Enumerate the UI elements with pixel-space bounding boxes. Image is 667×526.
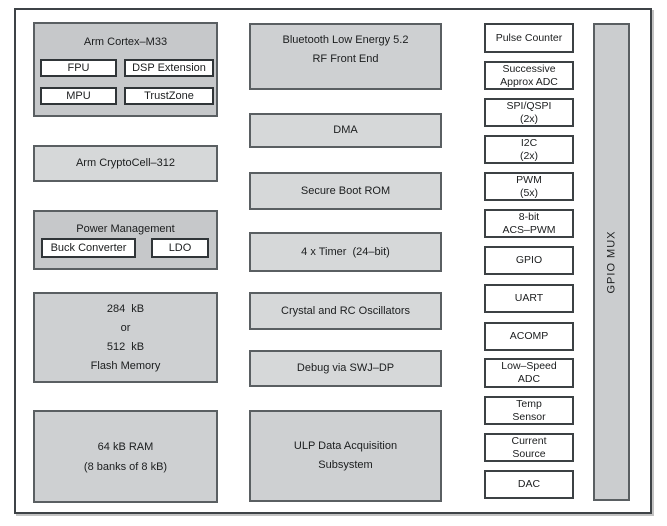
flash-size-2: 512 kB [106,340,145,353]
block-dac: DAC [484,470,574,499]
block-acs-pwm: 8-bit ACS–PWM [484,209,574,238]
block-secure-boot-rom: Secure Boot ROM [249,172,442,210]
block-i2c: I2C (2x) [484,135,574,164]
block-buck-converter: Buck Converter [41,238,136,258]
block-pwm: PWM (5x) [484,172,574,201]
trustzone-label: TrustZone [144,90,194,102]
block-spi-qspi: SPI/QSPI (2x) [484,98,574,127]
block-uart: UART [484,284,574,313]
debug-label: Debug via SWJ–DP [296,362,395,374]
ble-rf-front-end: RF Front End [312,53,379,65]
pwm-line2: (5x) [519,186,539,199]
acs-pwm-line1: 8-bit [518,210,540,223]
current-source-line1: Current [511,434,547,447]
block-trustzone: TrustZone [124,87,214,105]
block-fpu: FPU [40,59,117,77]
block-temp-sensor: Temp Sensor [484,396,574,425]
spi-qspi-line2: (2x) [519,112,539,125]
fpu-label: FPU [67,62,90,74]
block-acomp: ACOMP [484,322,574,351]
mpu-label: MPU [66,90,91,102]
gpio-mux-label: GPIO MUX [605,230,618,294]
ble-title: Bluetooth Low Energy 5.2 [282,34,409,46]
block-timer: 4 x Timer (24–bit) [249,232,442,272]
block-flash-memory: 284 kB or 512 kB Flash Memory [33,292,218,383]
block-gpio: GPIO [484,246,574,275]
ulp-title: ULP Data Acquisition [293,440,398,452]
dma-label: DMA [333,124,358,136]
block-gpio-mux: GPIO MUX [593,23,630,501]
pulse-counter-label: Pulse Counter [495,31,563,44]
sar-adc-line2: Approx ADC [500,75,558,88]
arm-cortex-m33-label: Arm Cortex–M33 [83,36,168,48]
timer-label: 4 x Timer (24–bit) [301,245,390,258]
ram-banks-label: (8 banks of 8 kB) [83,460,168,473]
low-speed-adc-line1: Low–Speed [501,360,557,372]
pwm-line1: PWM [516,173,542,186]
temp-sensor-line2: Sensor [512,410,546,423]
flash-memory-label: Flash Memory [90,359,161,372]
block-ram: 64 kB RAM (8 banks of 8 kB) [33,410,218,503]
block-crystal-rc-oscillators: Crystal and RC Oscillators [249,292,442,330]
gpio-label: GPIO [515,254,543,266]
acs-pwm-line2: ACS–PWM [502,223,556,236]
block-bluetooth-low-energy: Bluetooth Low Energy 5.2 RF Front End [249,23,442,90]
buck-converter-label: Buck Converter [50,242,127,254]
block-ldo: LDO [151,238,209,258]
secure-boot-rom-label: Secure Boot ROM [300,184,391,197]
spi-qspi-line1: SPI/QSPI [506,99,552,112]
block-arm-cryptocell-312: Arm CryptoCell–312 [33,145,218,182]
current-source-line2: Source [512,447,546,460]
block-current-source: Current Source [484,433,574,462]
block-pulse-counter: Pulse Counter [484,23,574,53]
block-mpu: MPU [40,87,117,105]
temp-sensor-line1: Temp [516,397,542,410]
power-management-label: Power Management [76,223,175,235]
oscillators-label: Crystal and RC Oscillators [281,304,410,317]
block-successive-approx-adc: Successive Approx ADC [484,61,574,90]
acomp-label: ACOMP [509,330,549,342]
sar-adc-line1: Successive [502,62,556,75]
block-debug-swj-dp: Debug via SWJ–DP [249,350,442,387]
arm-cryptocell-label: Arm CryptoCell–312 [75,157,176,169]
block-dma: DMA [249,113,442,148]
block-dsp-extension: DSP Extension [124,59,214,77]
flash-or: or [120,321,131,334]
flash-size-1: 284 kB [106,302,145,315]
uart-label: UART [514,292,544,304]
block-ulp-data-acquisition: ULP Data Acquisition Subsystem [249,410,442,502]
i2c-line2: (2x) [519,149,539,162]
dac-label: DAC [517,478,541,490]
low-speed-adc-line2: ADC [517,373,541,385]
dsp-extension-label: DSP Extension [132,62,206,74]
block-low-speed-adc: Low–Speed ADC [484,358,574,388]
ram-size-label: 64 kB RAM [97,440,154,453]
ulp-subsystem: Subsystem [318,459,373,471]
i2c-line1: I2C [520,136,538,149]
ldo-label: LDO [168,242,192,254]
